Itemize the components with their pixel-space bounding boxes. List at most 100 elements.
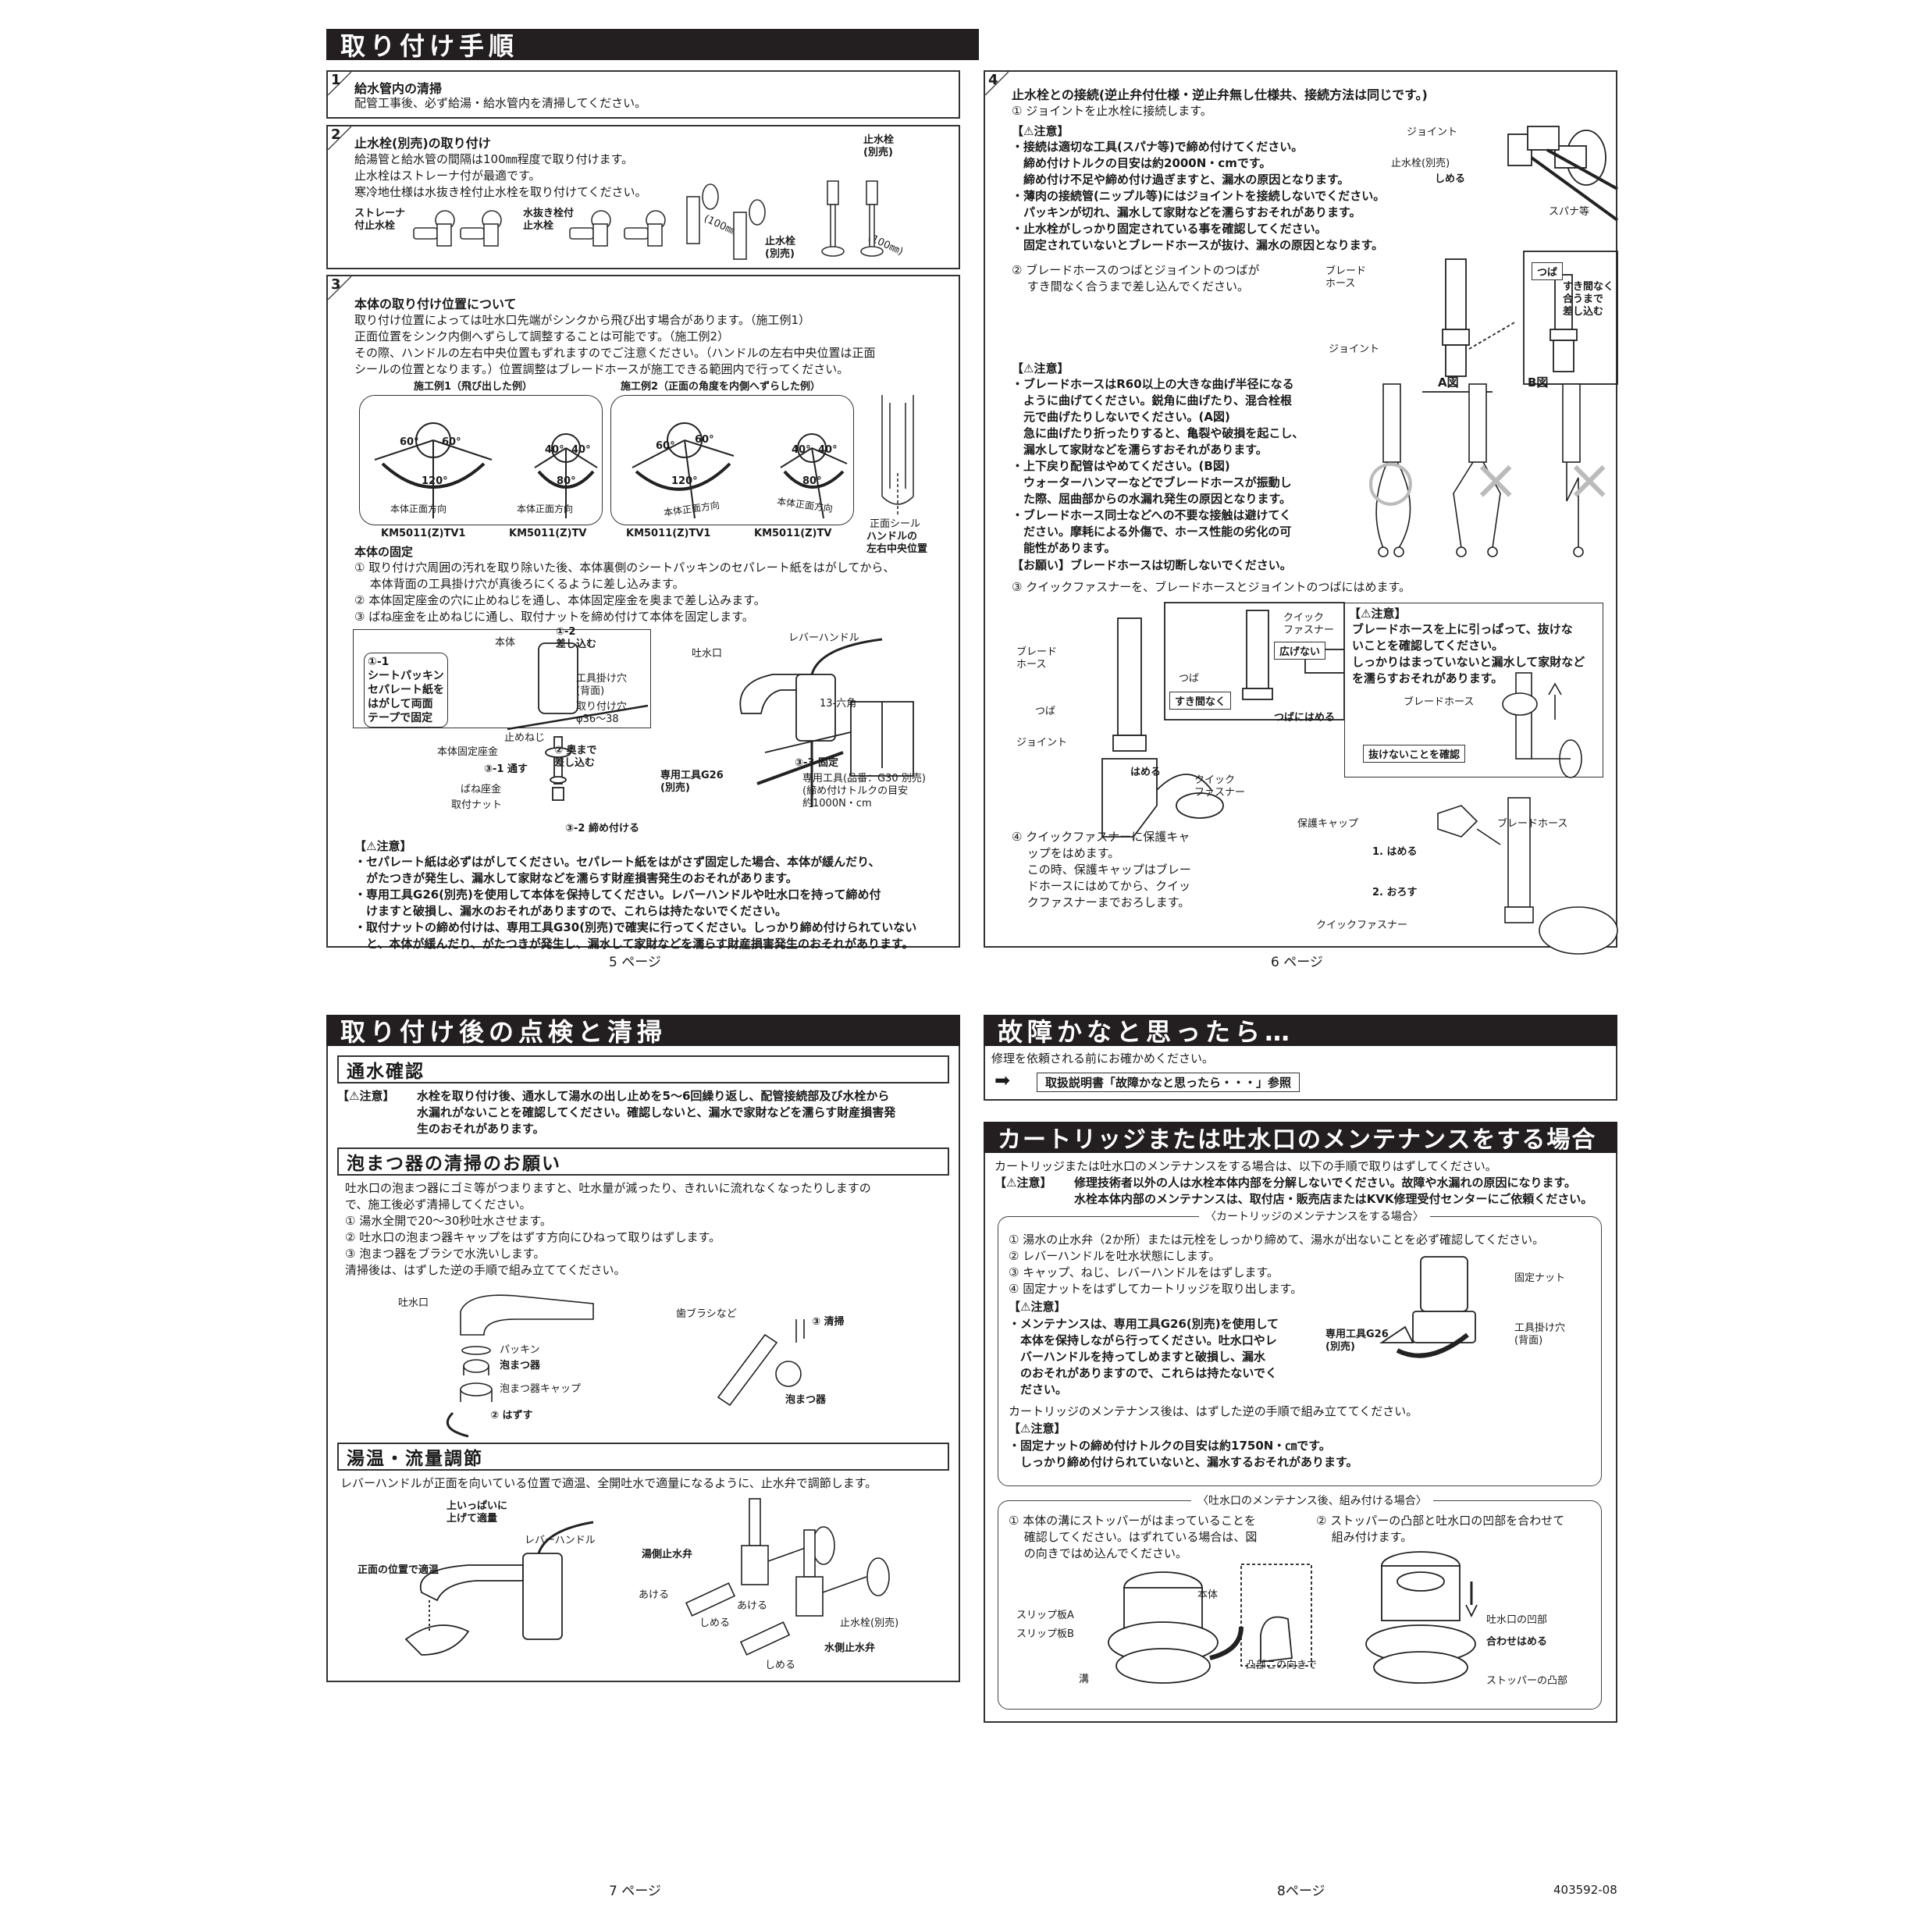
figure-a-label: A図 — [1438, 375, 1459, 390]
pull-check-label: 抜けないことを確認 — [1363, 745, 1466, 763]
model-label-1: KM5011(Z)TV1 — [381, 528, 466, 539]
cartridge-steps: ① 湯水の止水弁（2か所）または元栓をしっかり締めて、湯水が出ないことを必ず確認… — [1009, 1233, 1545, 1296]
figure-b-label: B図 — [1528, 375, 1549, 390]
example2-panel — [610, 395, 854, 525]
cartridge-after-text: カートリッジのメンテナンス後は、はずした逆の手順で組み立ててください。 — [1009, 1404, 1418, 1418]
angle-120: 120° — [422, 475, 448, 487]
front-temp-label: 正面の位置で適温 — [358, 1564, 439, 1576]
stopper-illustration — [1108, 1564, 1312, 1684]
model-label-3: KM5011(Z)TV1 — [626, 528, 711, 539]
tool-g26-label-p8: 専用工具G26 (別売) — [1325, 1329, 1389, 1353]
stop-valve-label-1: 止水栓 (別売) — [765, 236, 796, 260]
water-check-caution-heading: 【⚠注意】 — [337, 1089, 395, 1103]
clean-label: ③ 清掃 — [812, 1316, 845, 1328]
fit-to-collar-label: つばにはめる — [1274, 712, 1336, 724]
page7-number: 7 ページ — [609, 1884, 661, 1899]
quick-fastener-label-3: クイックファスナー — [1316, 920, 1408, 931]
joint-connection-illustration — [1507, 126, 1619, 222]
quick-fastener-label-2: クイック ファスナー — [1283, 612, 1335, 636]
aerator-label: 泡まつ器 — [500, 1360, 541, 1372]
open-label-2: あける — [737, 1600, 768, 1612]
braided-hose-label-3: ブレード ホース — [1016, 646, 1058, 671]
water-check-text: 水栓を取り付け後、通水して湯水の出し止めを5～6回繰り返し、配管接続部及び水栓か… — [417, 1089, 896, 1136]
ok-mark: ○ — [1366, 447, 1415, 512]
lever-handle-label-p7: レバーハンドル — [525, 1535, 596, 1546]
step2-text: 給湯管と給水管の間隔は100㎜程度で取り付けます。 止水栓はストレーナ付が最適で… — [354, 152, 647, 199]
braided-hose-label-4: ブレードホース — [1404, 696, 1475, 708]
collar-label-3: つば — [1035, 706, 1056, 717]
step1-text: 配管工事後、必ず給湯・給水管内を清掃してください。 — [354, 96, 647, 110]
step-number: 2 — [331, 126, 341, 143]
close-label-2: しめる — [765, 1660, 796, 1671]
step4-box: 4 止水栓との接続(逆止弁付仕様・逆止弁無し仕様共、接続方法は同じです。) ① … — [984, 70, 1619, 955]
trouble-reference: 取扱説明書「故障かなと思ったら・・・」参照 — [1037, 1073, 1300, 1092]
joint-label-3: ジョイント — [1016, 737, 1068, 749]
drain-valve-label: 水抜き栓付 止水栓 — [523, 208, 575, 232]
fixing-title: 本体の固定 — [354, 545, 414, 559]
step-number: 3 — [331, 276, 341, 293]
stop-valve-adjust-illustration — [685, 1498, 890, 1656]
temp-flow-text: レバーハンドルが正面を向いている位置で適温、全開吐水で適量になるように、止水弁で… — [340, 1476, 877, 1490]
brush-cleaning-illustration — [717, 1319, 805, 1407]
angle-60-left: 60° — [400, 436, 419, 448]
close-label-1: しめる — [699, 1617, 731, 1629]
aerator-text: 吐水口の泡まつ器にゴミ等がつまりますと、吐水量が減ったり、きれいに流れなくなった… — [345, 1181, 871, 1277]
step4-caution1-heading: 【⚠注意】 — [1012, 124, 1069, 138]
step4-sub3: ③ クイックファスナーを、ブレードホースとジョイントのつばにはめます。 — [1012, 580, 1411, 594]
fixing-detail-box — [353, 629, 651, 728]
cartridge-illustration — [1379, 1256, 1476, 1358]
joint-label-2: ジョイント — [1329, 343, 1380, 355]
angle-40-left-ex2: 40° — [792, 444, 811, 456]
step4-request: 【お願い】ブレードホースは切断しないでください。 — [1012, 558, 1292, 572]
step4-caution2-text: ・ブレードホースはR60以上の大きな曲げ半径になる ように曲げてください。鋭角に… — [1012, 377, 1304, 555]
page5-header: 取り付け手順 — [326, 29, 979, 61]
step-number: 1 — [331, 72, 341, 88]
toothbrush-label: 歯ブラシなど — [676, 1308, 737, 1320]
step4-caution3-heading: 【⚠注意】 — [1349, 607, 1407, 621]
aerator-label-2: 泡まつ器 — [785, 1394, 827, 1406]
example1-label: 施工例1（飛び出した例） — [414, 381, 533, 393]
handle-center-label: ハンドルの 左右中央位置 — [866, 531, 928, 555]
step3-box: 3 本体の取り付け位置について 取り付け位置によっては吐水口先端がシンクから飛び… — [326, 275, 960, 951]
aerator-heading: 泡まつ器の清掃のお願い — [337, 1147, 949, 1176]
angle-40-right-ex2: 40° — [818, 444, 838, 456]
angle-80-ex2: 80° — [802, 475, 822, 487]
step3-title: 本体の取り付け位置について — [354, 297, 517, 311]
braided-hose-label-5: ブレードホース — [1497, 818, 1568, 830]
step3-caution-text: ・セパレート紙は必ずはがしてください。セパレート紙をはがさず固定した場合、本体が… — [354, 855, 917, 951]
hex-13-label: 13-六角 — [820, 698, 857, 710]
stop-valve-label: 止水栓(別売) — [1391, 158, 1450, 169]
example2-label: 施工例2（正面の角度を内側へずらした例） — [621, 381, 821, 393]
step-slash — [328, 126, 351, 150]
cap-fit-label: 1. はめる — [1372, 846, 1418, 858]
stop-valve-illustrations — [413, 180, 884, 260]
step4-caution3-text: ブレードホースを上に引っぱって、抜けな いことを確認してください。 しっかりはま… — [1352, 622, 1585, 685]
step4-caution1-text: ・接続は適切な工具(スパナ等)で締め付けてください。 締め付けトルクの目安は約2… — [1012, 140, 1386, 252]
step-slash — [328, 72, 351, 95]
aerator-cap-label: 泡まつ器キャップ — [500, 1383, 582, 1395]
hot-side-valve-label: 湯側止水弁 — [642, 1549, 693, 1560]
cartridge-caution2-heading: 【⚠注意】 — [1009, 1421, 1066, 1436]
ng-mark-a: × — [1472, 447, 1520, 512]
angle-60-right: 60° — [442, 436, 461, 448]
collar-label: つば — [1532, 262, 1564, 280]
fixing-steps: ① 取り付け穴周囲の汚れを取り除いた後、本体裏側のシートパッキンのセパレート紙を… — [354, 560, 895, 624]
spring-washer-label: ばね座金 — [461, 784, 502, 795]
temp-flow-heading: 湯温・流量調節 — [337, 1443, 949, 1471]
step1-box: 1 給水管内の清掃 配管工事後、必ず給湯・給水管内を清掃してください。 — [326, 70, 960, 119]
angle-40-left: 40° — [545, 444, 564, 456]
cartridge-caution-text: ・メンテナンスは、専用工具G26(別売)を使用して 本体を保持しながら行ってくだ… — [1009, 1317, 1279, 1397]
step1-title: 給水管内の清掃 — [354, 81, 443, 96]
cap-lower-label: 2. おろす — [1372, 887, 1418, 898]
stop-valve-label-p7: 止水栓(別売) — [840, 1617, 899, 1629]
page5-number: 5 ページ — [609, 955, 661, 970]
maintenance-header: カートリッジまたは吐水口のメンテナンスをする場合 — [984, 1122, 1617, 1154]
insert-12-label: ①-2 差し込む — [556, 626, 597, 650]
fit-label: はめる — [1130, 767, 1162, 778]
braided-hose-label: ブレード ホース — [1325, 265, 1367, 290]
mount-hole-label: 取り付け穴 φ36～38 — [576, 701, 628, 725]
maintenance-caution-text: 修理技術者以外の人は水栓本体内部を分解しないでください。故障や水漏れの原因になり… — [1074, 1176, 1593, 1206]
step-slash — [328, 276, 351, 300]
spout-label-p7: 吐水口 — [398, 1297, 429, 1309]
stop-valve-label-2: 止水栓 (別売) — [863, 134, 895, 158]
